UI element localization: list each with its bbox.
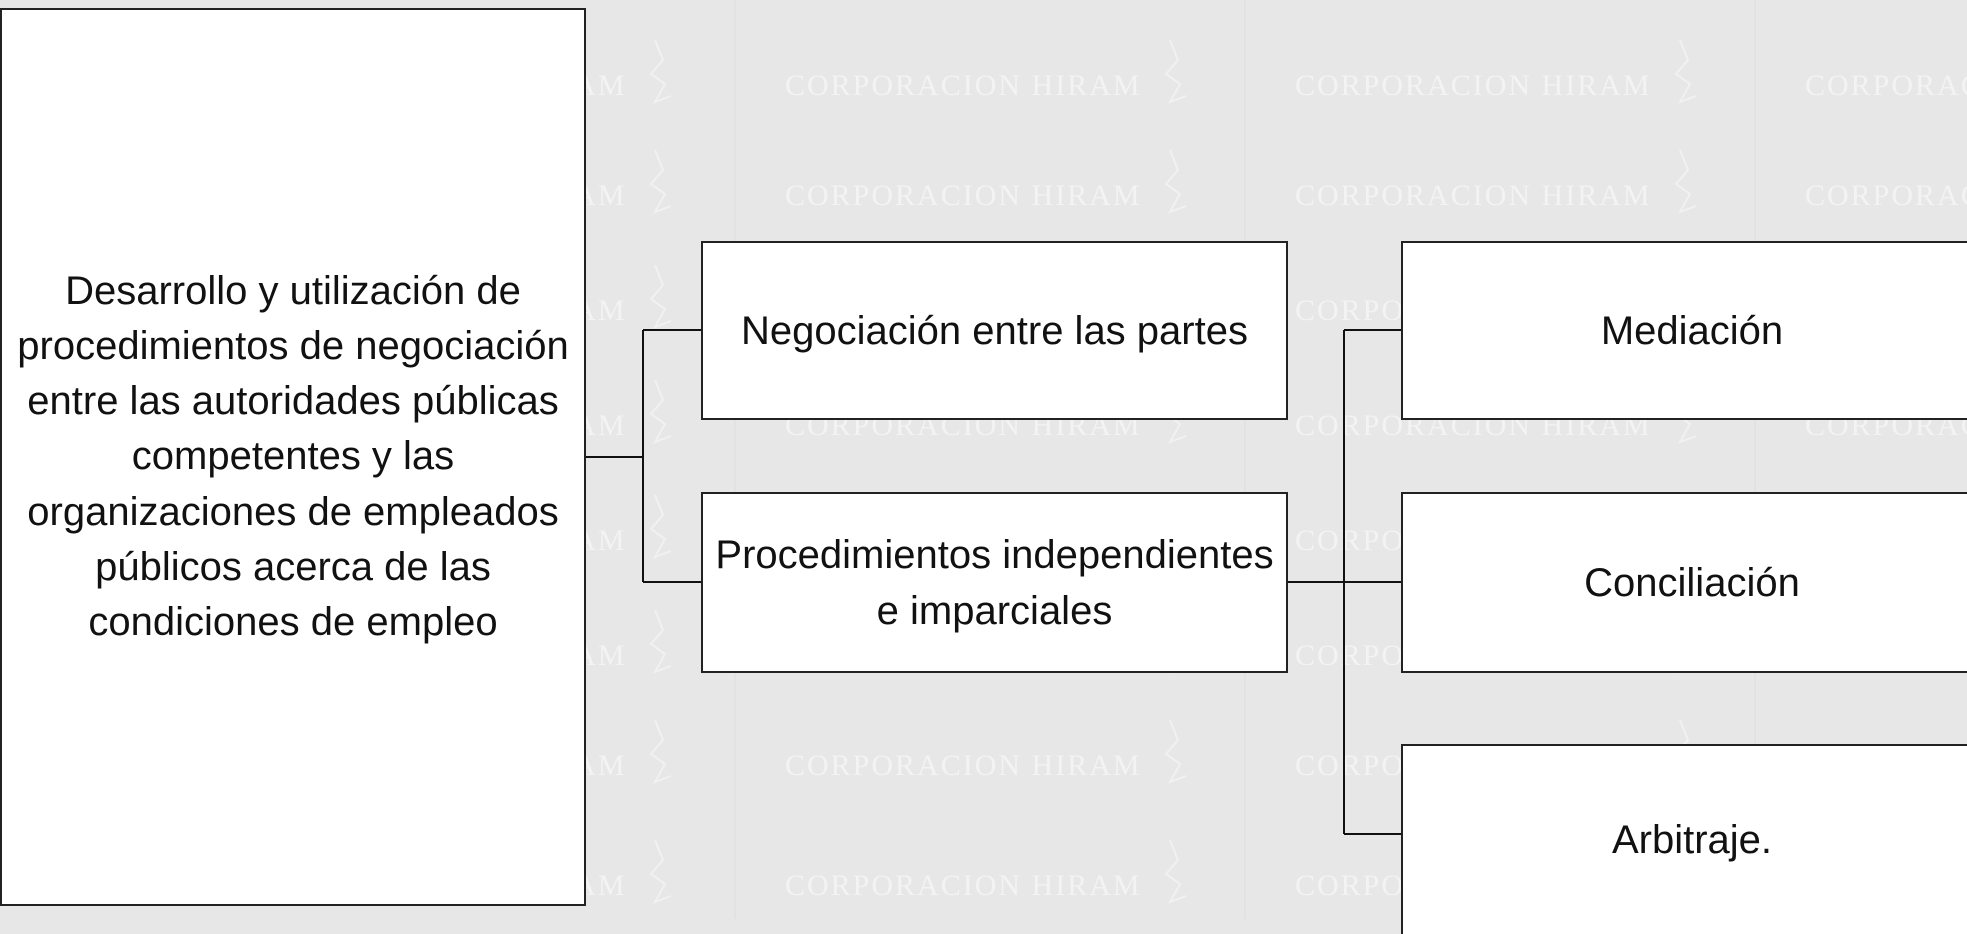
- node-mediacion: Mediación: [1401, 241, 1967, 420]
- watermark-text: CORPORACION HIRAM: [1295, 179, 1652, 212]
- root-node-text: Desarrollo y utilización de procedimient…: [17, 268, 569, 644]
- watermark-figure-icon: [649, 609, 672, 674]
- watermark-text: CORPORACION HIRAM: [785, 749, 1142, 782]
- watermark-figure-icon: [649, 379, 672, 444]
- watermark-figure-icon: [1164, 839, 1187, 904]
- node-procedimientos-text: Procedimientos independientes e imparcia…: [715, 532, 1274, 633]
- watermark-figure-icon: [649, 839, 672, 904]
- watermark-figure-icon: [649, 264, 672, 329]
- watermark-text: CORPORACION HIRAM: [785, 179, 1142, 212]
- node-negociacion-text: Negociación entre las partes: [741, 308, 1248, 353]
- watermark-text: CORPORACION HIRAM: [1805, 179, 1967, 212]
- node-arbitraje-text: Arbitraje.: [1611, 818, 1773, 862]
- watermark-figure-icon: [649, 719, 672, 784]
- node-conciliacion: Conciliación: [1401, 492, 1967, 673]
- watermark-figure-icon: [649, 494, 672, 559]
- watermark-text: CORPORACION HIRAM: [785, 869, 1142, 902]
- node-mediacion-text: Mediación: [1600, 308, 1784, 353]
- watermark-figure-icon: [1164, 719, 1187, 784]
- root-node: Desarrollo y utilización de procedimient…: [0, 8, 586, 906]
- node-negociacion: Negociación entre las partes: [701, 241, 1288, 420]
- watermark-figure-icon: [1674, 149, 1697, 214]
- watermark-text: CORPORACION HIRAM: [1805, 69, 1967, 102]
- watermark-figure-icon: [649, 149, 672, 214]
- watermark-figure-icon: [1164, 39, 1187, 104]
- watermark-figure-icon: [1674, 39, 1697, 104]
- node-conciliacion-text: Conciliación: [1584, 560, 1800, 605]
- watermark-figure-icon: [649, 39, 672, 104]
- watermark-text: CORPORACION HIRAM: [785, 69, 1142, 102]
- node-arbitraje: Arbitraje.: [1401, 744, 1967, 934]
- node-procedimientos: Procedimientos independientes e imparcia…: [701, 492, 1288, 673]
- watermark-figure-icon: [1164, 149, 1187, 214]
- watermark-text: CORPORACION HIRAM: [1295, 69, 1652, 102]
